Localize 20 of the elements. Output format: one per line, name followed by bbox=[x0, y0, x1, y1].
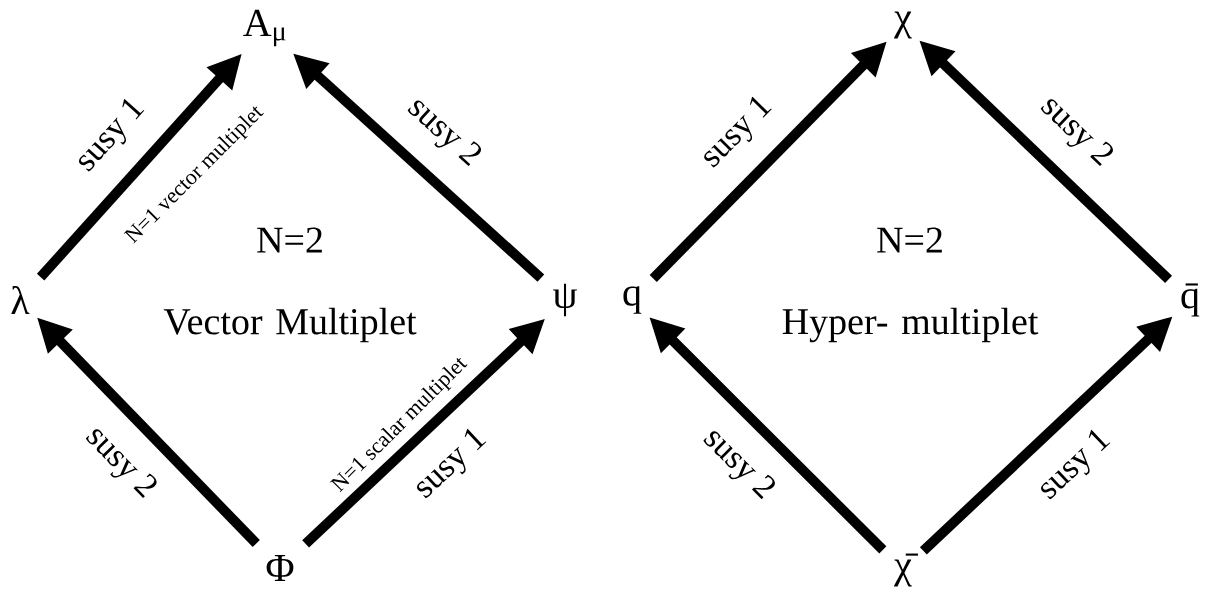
symbol-label: q bbox=[623, 286, 642, 314]
edge-label: susy 2 bbox=[407, 100, 481, 167]
edge-label: susy 1 bbox=[79, 98, 145, 172]
edge-label: susy 2 bbox=[703, 431, 775, 500]
symbol-label: λ bbox=[11, 285, 30, 315]
symbol-label: q̄ bbox=[1181, 283, 1200, 317]
center-text: N=2 bbox=[257, 227, 322, 253]
edge-label: susy 2 bbox=[85, 429, 157, 498]
center-text: Hyper- multiplet bbox=[782, 307, 1039, 343]
edge-label: susy 2 bbox=[1040, 99, 1113, 167]
symbol-label: Φ bbox=[266, 554, 294, 582]
symbol-label: ψ bbox=[553, 283, 577, 317]
symbol-label: χ̄ bbox=[894, 553, 918, 587]
edge-label: susy 1 bbox=[1041, 429, 1111, 500]
edge-label: susy 1 bbox=[417, 428, 487, 499]
symbol-label: A$_{μ}$ bbox=[243, 9, 286, 47]
edge-label: susy 1 bbox=[704, 96, 772, 168]
center-text: Vector Multiplet bbox=[163, 307, 417, 343]
center-text: N=2 bbox=[877, 227, 942, 253]
symbol-label: χ bbox=[894, 11, 912, 39]
